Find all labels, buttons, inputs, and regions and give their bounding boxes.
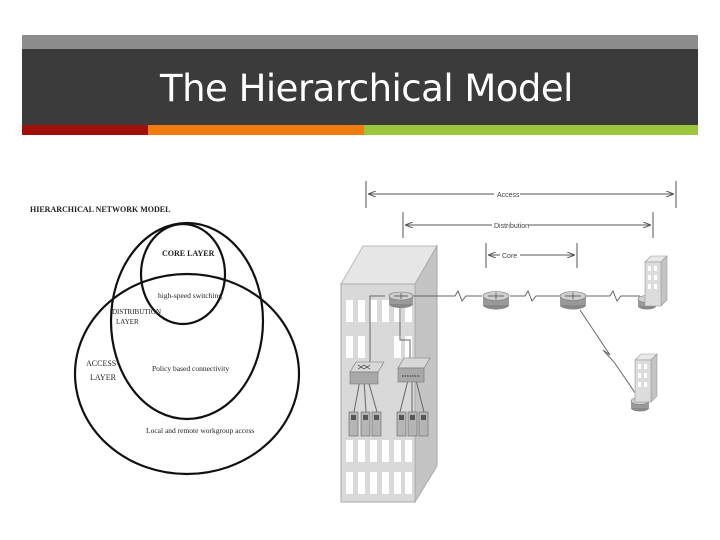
server-icon [644, 255, 668, 307]
distribution-span-label: Distribution [494, 223, 529, 230]
access-layer-label-2: LAYER [90, 373, 117, 382]
accent-bar-green [364, 125, 698, 135]
switch-icon [397, 357, 431, 383]
router-icon [482, 291, 510, 310]
workstation-icon [348, 411, 429, 437]
accent-bar-orange [148, 125, 364, 135]
building-icon [340, 244, 438, 504]
model-heading: HIERARCHICAL NETWORK MODEL [30, 205, 170, 214]
core-span-marker: Core [485, 243, 578, 268]
access-layer-label: ACCESS [86, 359, 116, 368]
switch-icon [349, 361, 385, 385]
workstation-screens [351, 415, 426, 420]
distribution-layer-description: Policy based connectivity [152, 364, 229, 373]
distribution-layer-label: DISTRIBUTION [112, 308, 161, 316]
slide-title: The Hierarchical Model [160, 67, 573, 110]
distribution-span-marker: Distribution [402, 212, 654, 238]
accent-bar-red [22, 125, 148, 135]
distribution-layer-label-2: LAYER [116, 318, 139, 326]
distribution-layer-ellipse [109, 221, 265, 421]
server-icon [634, 353, 658, 403]
core-layer-label: CORE LAYER [162, 249, 215, 258]
access-span-label: Access [497, 192, 520, 199]
access-layer-description: Local and remote workgroup access [146, 426, 254, 435]
access-layer-ellipse [73, 272, 301, 476]
title-bar [22, 49, 698, 125]
hierarchical-model-diagram: HIERARCHICAL NETWORK MODEL CORE LAYER hi… [30, 205, 301, 476]
router-icon [559, 291, 587, 310]
access-span-marker: Access [365, 181, 677, 208]
title-top-strip [22, 35, 698, 49]
core-layer-description: high-speed switching [158, 291, 222, 300]
network-topology-diagram: Access Distribution Core [340, 181, 677, 504]
core-layer-ellipse [139, 222, 227, 326]
router-icon [388, 291, 414, 308]
core-span-label: Core [502, 253, 517, 260]
